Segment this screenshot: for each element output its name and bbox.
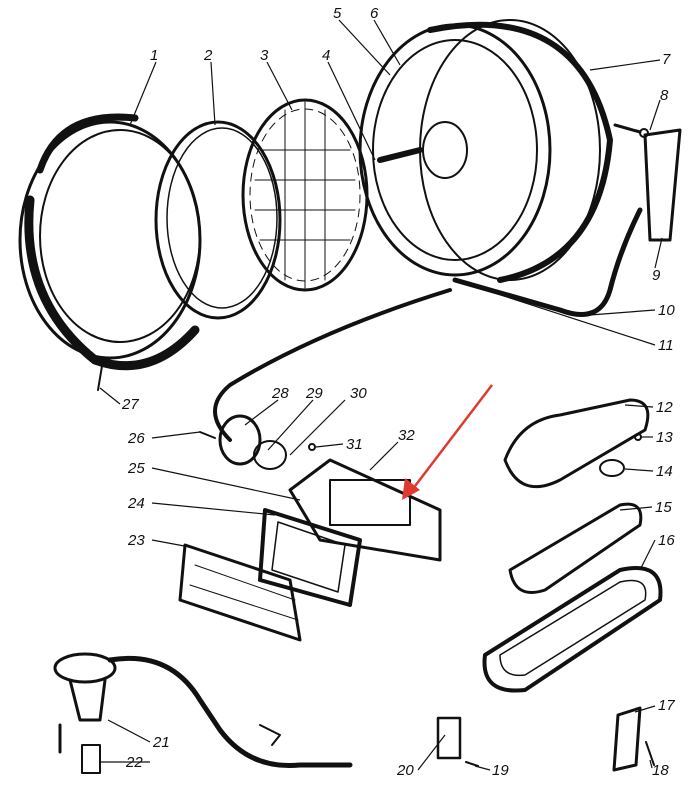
label-7: 7: [662, 51, 671, 68]
label-24: 24: [127, 495, 145, 512]
part-4-7-housing: [358, 19, 613, 283]
part-28-30-socket: [199, 414, 316, 470]
label-14: 14: [656, 463, 673, 480]
label-1: 1: [150, 47, 158, 64]
part-labels: 1 2 3 4 5 6 7 8 9 10 11 12 13 14 15 16 1…: [121, 5, 675, 779]
label-8: 8: [660, 87, 669, 104]
label-27: 27: [121, 396, 139, 413]
red-arrow-indicator: [402, 384, 493, 500]
part-2-ring: [154, 120, 282, 320]
part-8-9-bracket: [613, 123, 682, 242]
label-16: 16: [658, 532, 675, 549]
part-16-rear-frame: [482, 566, 663, 693]
label-11: 11: [658, 337, 674, 354]
part-10-11-wiring: [213, 207, 643, 442]
part-20-switch: [436, 716, 479, 767]
label-2: 2: [203, 47, 213, 64]
label-5: 5: [333, 5, 342, 22]
label-21: 21: [152, 734, 170, 751]
label-20: 20: [396, 762, 414, 779]
leader-lines: [99, 19, 663, 771]
label-12: 12: [656, 399, 673, 416]
part-1-rim: [18, 113, 202, 391]
label-31: 31: [346, 436, 363, 453]
part-25-side-lamp: [288, 458, 442, 562]
label-18: 18: [652, 762, 669, 779]
label-23: 23: [127, 532, 145, 549]
label-22: 22: [125, 754, 143, 771]
part-21-22-cable-lamp: [53, 652, 353, 774]
label-26: 26: [127, 430, 145, 447]
label-17: 17: [658, 697, 675, 714]
label-29: 29: [305, 385, 323, 402]
label-19: 19: [492, 762, 509, 779]
label-10: 10: [658, 302, 675, 319]
label-6: 6: [370, 5, 379, 22]
label-30: 30: [350, 385, 367, 402]
label-3: 3: [260, 47, 269, 64]
label-28: 28: [271, 385, 289, 402]
part-3-lens: [241, 98, 369, 292]
part-24-gasket: [258, 508, 362, 607]
label-9: 9: [652, 267, 661, 284]
part-12-14-rear-lamp-base: [503, 398, 650, 489]
part-23-lens-cover: [178, 543, 302, 642]
part-17-18-clip: [612, 706, 655, 772]
part-15-rear-lens: [508, 502, 643, 594]
label-4: 4: [322, 47, 330, 64]
label-15: 15: [655, 499, 672, 516]
label-32: 32: [398, 427, 415, 444]
label-25: 25: [127, 460, 145, 477]
label-13: 13: [656, 429, 673, 446]
